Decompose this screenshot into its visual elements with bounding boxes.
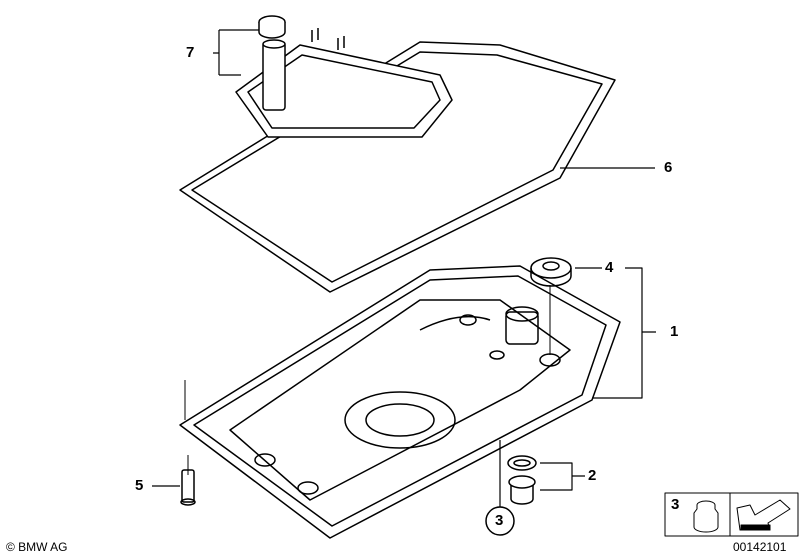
callout-circle-3 xyxy=(485,506,515,536)
copyright: © BMW AG xyxy=(6,540,68,554)
bolt xyxy=(180,380,196,506)
label-gasket: 6 xyxy=(664,159,673,176)
label-grommet: 4 xyxy=(605,259,614,276)
label-bolt: 5 xyxy=(135,477,144,494)
oil-filter xyxy=(235,15,453,138)
label-plug-circled: 3 xyxy=(495,512,504,529)
plug-icon xyxy=(693,500,719,533)
label-filter: 7 xyxy=(186,44,195,61)
leader-lines xyxy=(152,29,656,507)
gasket xyxy=(179,41,616,293)
legend-box-number: 3 xyxy=(671,496,680,513)
drain-plug xyxy=(507,455,537,505)
grommet xyxy=(530,257,572,355)
legend-box xyxy=(664,492,799,537)
label-pan-assembly: 1 xyxy=(670,323,679,340)
label-drain-plug: 2 xyxy=(588,467,597,484)
diagram-code: 00142101 xyxy=(733,540,787,554)
oil-pan xyxy=(179,265,621,539)
